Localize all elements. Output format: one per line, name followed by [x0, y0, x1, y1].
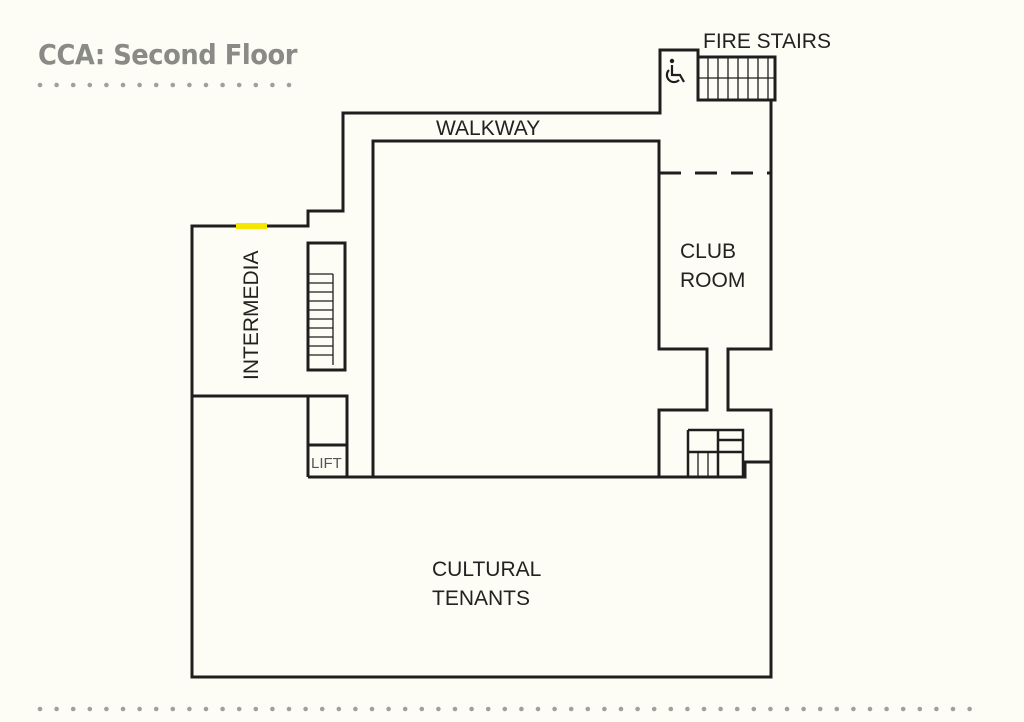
- divider-dot: [768, 706, 773, 712]
- divider-dot: [120, 706, 126, 712]
- divider-dot: [851, 706, 856, 712]
- divider-dot: [585, 706, 591, 712]
- divider-dot: [270, 82, 275, 88]
- divider-dot: [54, 82, 59, 88]
- divider-dot: [801, 706, 806, 712]
- divider-dot: [286, 82, 292, 88]
- divider-dot: [270, 706, 275, 712]
- divider-dot: [336, 706, 342, 712]
- divider-dot: [386, 706, 391, 712]
- club-room-label: ROOM: [680, 269, 745, 292]
- divider-dot: [236, 706, 242, 712]
- divider-dot: [220, 82, 225, 88]
- divider-dot: [170, 82, 176, 88]
- divider-dot: [236, 82, 242, 88]
- divider-dot: [253, 706, 259, 712]
- divider-dot: [469, 706, 474, 712]
- divider-dot: [203, 706, 209, 712]
- stair-treads: [308, 57, 775, 477]
- divider-dot: [104, 706, 109, 712]
- divider-dot: [651, 706, 657, 712]
- divider-dot: [137, 706, 142, 712]
- club-room-label: CLUB: [680, 240, 736, 263]
- divider-dot: [452, 706, 458, 712]
- divider-dot: [917, 706, 923, 712]
- divider-dot: [817, 706, 823, 712]
- divider-dot: [436, 706, 441, 712]
- divider-dot: [187, 706, 192, 712]
- divider-dot: [137, 82, 142, 88]
- divider-dot: [934, 706, 939, 712]
- lift-label: LIFT: [311, 455, 342, 472]
- divider-dot: [170, 706, 176, 712]
- divider-dot: [900, 706, 906, 712]
- divider-dot: [718, 706, 723, 712]
- divider-dot: [535, 706, 541, 712]
- divider-dot: [70, 706, 76, 712]
- walkway-label: WALKWAY: [436, 117, 540, 140]
- divider-dot: [187, 82, 192, 88]
- divider-dot: [419, 706, 425, 712]
- divider-dot: [867, 706, 873, 712]
- intermedia-label: INTERMEDIA: [240, 250, 263, 380]
- divider-dot: [87, 706, 93, 712]
- cultural-tenants-label: TENANTS: [432, 587, 530, 610]
- fire-stairs-label: FIRE STAIRS: [703, 30, 831, 53]
- divider-dot: [54, 706, 59, 712]
- divider-dot: [104, 82, 109, 88]
- divider-dot: [37, 82, 43, 88]
- divider-dot: [834, 706, 840, 712]
- walls: [190, 48, 777, 679]
- divider-dot: [353, 706, 358, 712]
- divider-dot: [967, 706, 972, 712]
- divider-dot: [220, 706, 225, 712]
- divider-dot: [153, 82, 159, 88]
- divider-dot: [685, 706, 690, 712]
- divider-dot: [635, 706, 640, 712]
- entrance-marker: [236, 223, 267, 229]
- divider-dot: [203, 82, 209, 88]
- divider-dot: [502, 706, 508, 712]
- divider-dot: [286, 706, 292, 712]
- title-divider-dots: [37, 82, 292, 88]
- divider-dot: [668, 706, 674, 712]
- divider-dot: [87, 82, 93, 88]
- divider-dot: [253, 82, 259, 88]
- divider-dot: [402, 706, 408, 712]
- divider-dot: [950, 706, 956, 712]
- divider-dot: [303, 706, 308, 712]
- divider-dot: [120, 82, 126, 88]
- divider-dot: [552, 706, 557, 712]
- divider-dot: [701, 706, 707, 712]
- divider-dot: [568, 706, 574, 712]
- page-title: CCA: Second Floor: [38, 38, 297, 71]
- divider-dot: [369, 706, 375, 712]
- footer-divider-dots: [37, 706, 972, 712]
- divider-dot: [519, 706, 524, 712]
- divider-dot: [37, 706, 43, 712]
- divider-dot: [751, 706, 757, 712]
- divider-dot: [319, 706, 325, 712]
- divider-dot: [70, 82, 76, 88]
- cultural-tenants-label: CULTURAL: [432, 558, 541, 581]
- divider-dot: [784, 706, 790, 712]
- divider-dot: [153, 706, 159, 712]
- divider-dot: [734, 706, 740, 712]
- divider-dot: [602, 706, 607, 712]
- divider-dot: [618, 706, 624, 712]
- wheelchair-accessible-icon: [665, 58, 685, 84]
- divider-dot: [884, 706, 889, 712]
- divider-dot: [485, 706, 491, 712]
